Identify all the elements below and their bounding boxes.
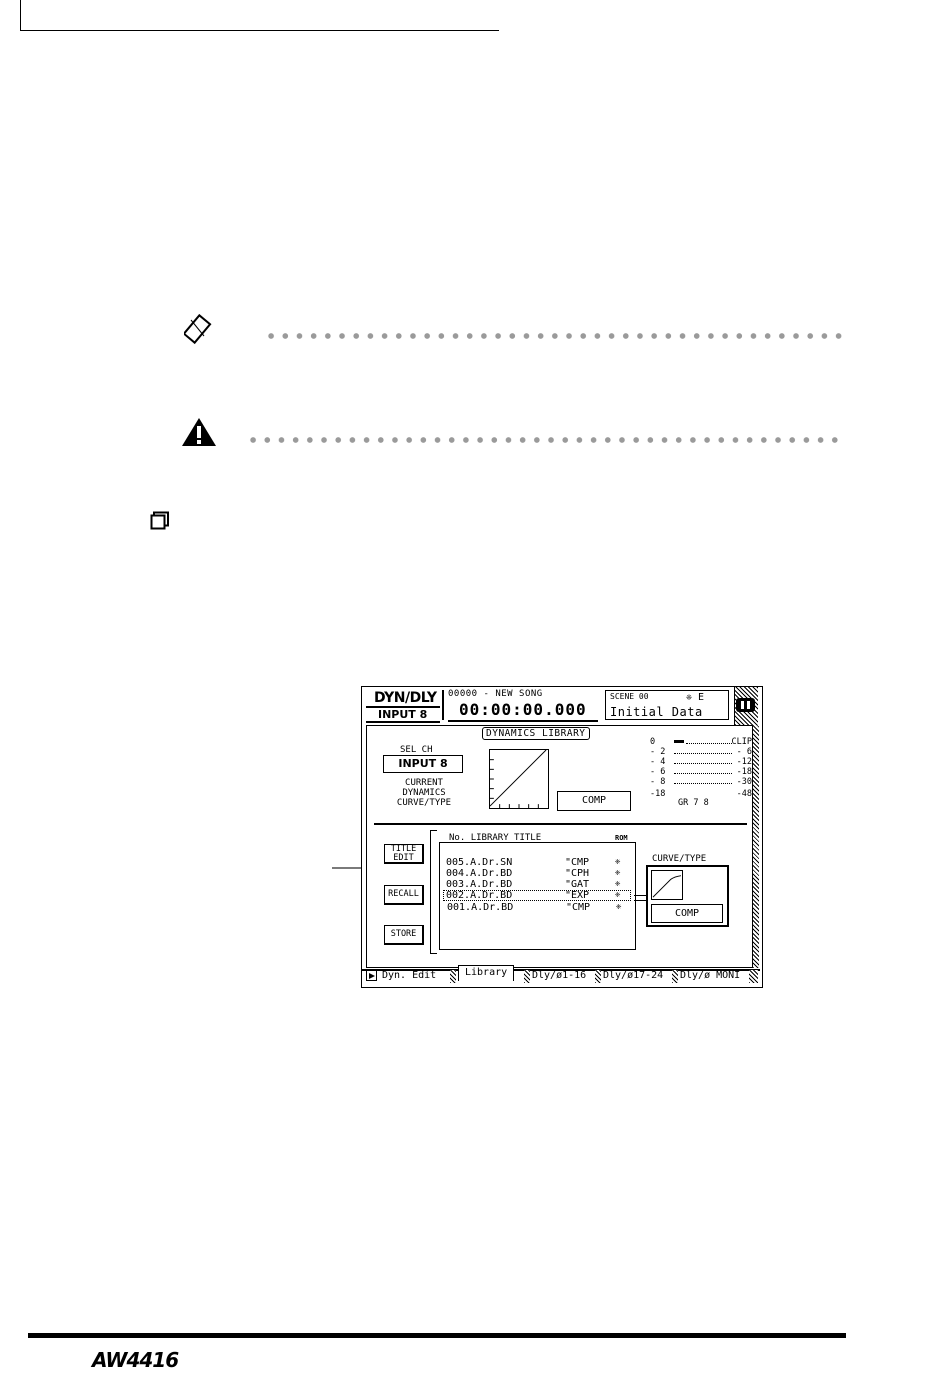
panel-hatch [753,725,759,968]
section-name: DYN/DLY [374,690,437,706]
warning-divider [246,436,844,444]
warning-icon [182,418,216,446]
rom-header: ROM [615,834,628,842]
scene-number: SCENE 00 [610,692,649,701]
tab-dly-1-16[interactable]: Dly/ø1-16 [532,970,587,981]
list-item[interactable]: 005.A.Dr.SN"CMP❈ [446,857,621,868]
list-item[interactable]: 002.A.Dr.BD"EXP❈ [446,890,621,901]
list-item[interactable]: 003.A.Dr.BD"GAT❈ [446,879,621,890]
store-button[interactable]: STORE [384,925,424,945]
tab-library[interactable]: Library [458,965,515,981]
list-item-selected[interactable]: 001.A.Dr.BD"CMP❈ [443,890,631,913]
current-type-display: COMP [557,791,631,811]
product-logo: AW4416 [92,1348,179,1372]
lcd-screen: DYN/DLY INPUT 8 00000 - NEW SONG 00:00:0… [361,686,763,988]
sel-ch-label: SEL CH [400,745,433,755]
sel-ch-display: INPUT 8 [383,755,463,773]
tab-bar: Dyn. Edit Library Dly/ø1-16 Dly/ø17-24 D… [362,965,760,985]
checkbox-square-icon [150,511,169,530]
scene-status: ❈ E [686,692,705,703]
current-curve-graph [489,749,549,809]
header-rule [20,0,499,31]
channel-name: INPUT 8 [378,708,428,721]
curve-type-label: CURVE/TYPE [652,854,707,864]
section-header: DYN/DLY INPUT 8 [366,690,440,723]
tab-dly-17-24[interactable]: Dly/ø17-24 [603,970,664,981]
pause-icon[interactable] [736,698,755,712]
curve-type-frame [646,865,729,927]
meter-clip-label: CLIP [731,737,752,747]
library-type-display: COMP [651,904,723,923]
list-bracket [430,830,437,954]
footer-rule [28,1333,846,1338]
list-item[interactable]: 004.A.Dr.BD"CPH❈ [446,868,621,879]
meter-label: 0 [650,737,656,747]
memo-pencil-icon [184,314,212,345]
recall-button[interactable]: RECALL [384,885,424,905]
tab-dly-moni[interactable]: Dly/ø MONI [680,970,741,981]
current-curve-label: CURRENT DYNAMICS CURVE/TYPE [396,778,452,808]
library-list[interactable]: 005.A.Dr.SN"CMP❈ 004.A.Dr.BD"CPH❈ 003.A.… [439,842,636,950]
library-curve-graph [651,870,683,900]
timecode-display: 00:00:00.000 [459,700,587,719]
scene-name: Initial Data [610,705,703,719]
meter-gr-label: GR 7 8 [678,798,709,808]
song-title: 00000 - NEW SONG [448,689,543,699]
level-meter: 0 CLIP - 2- 6 - 4-12 - 6-18 - 8-30 -18 -… [650,737,752,808]
main-panel [366,725,753,968]
tab-dyn-edit[interactable]: Dyn. Edit [382,970,437,981]
panel-title: DYNAMICS LIBRARY [482,727,590,740]
note-divider [264,332,844,340]
library-list-header: No. LIBRARY TITLE [449,833,542,843]
play-icon[interactable] [366,970,377,981]
scene-display: SCENE 00 ❈ E Initial Data [605,690,729,720]
